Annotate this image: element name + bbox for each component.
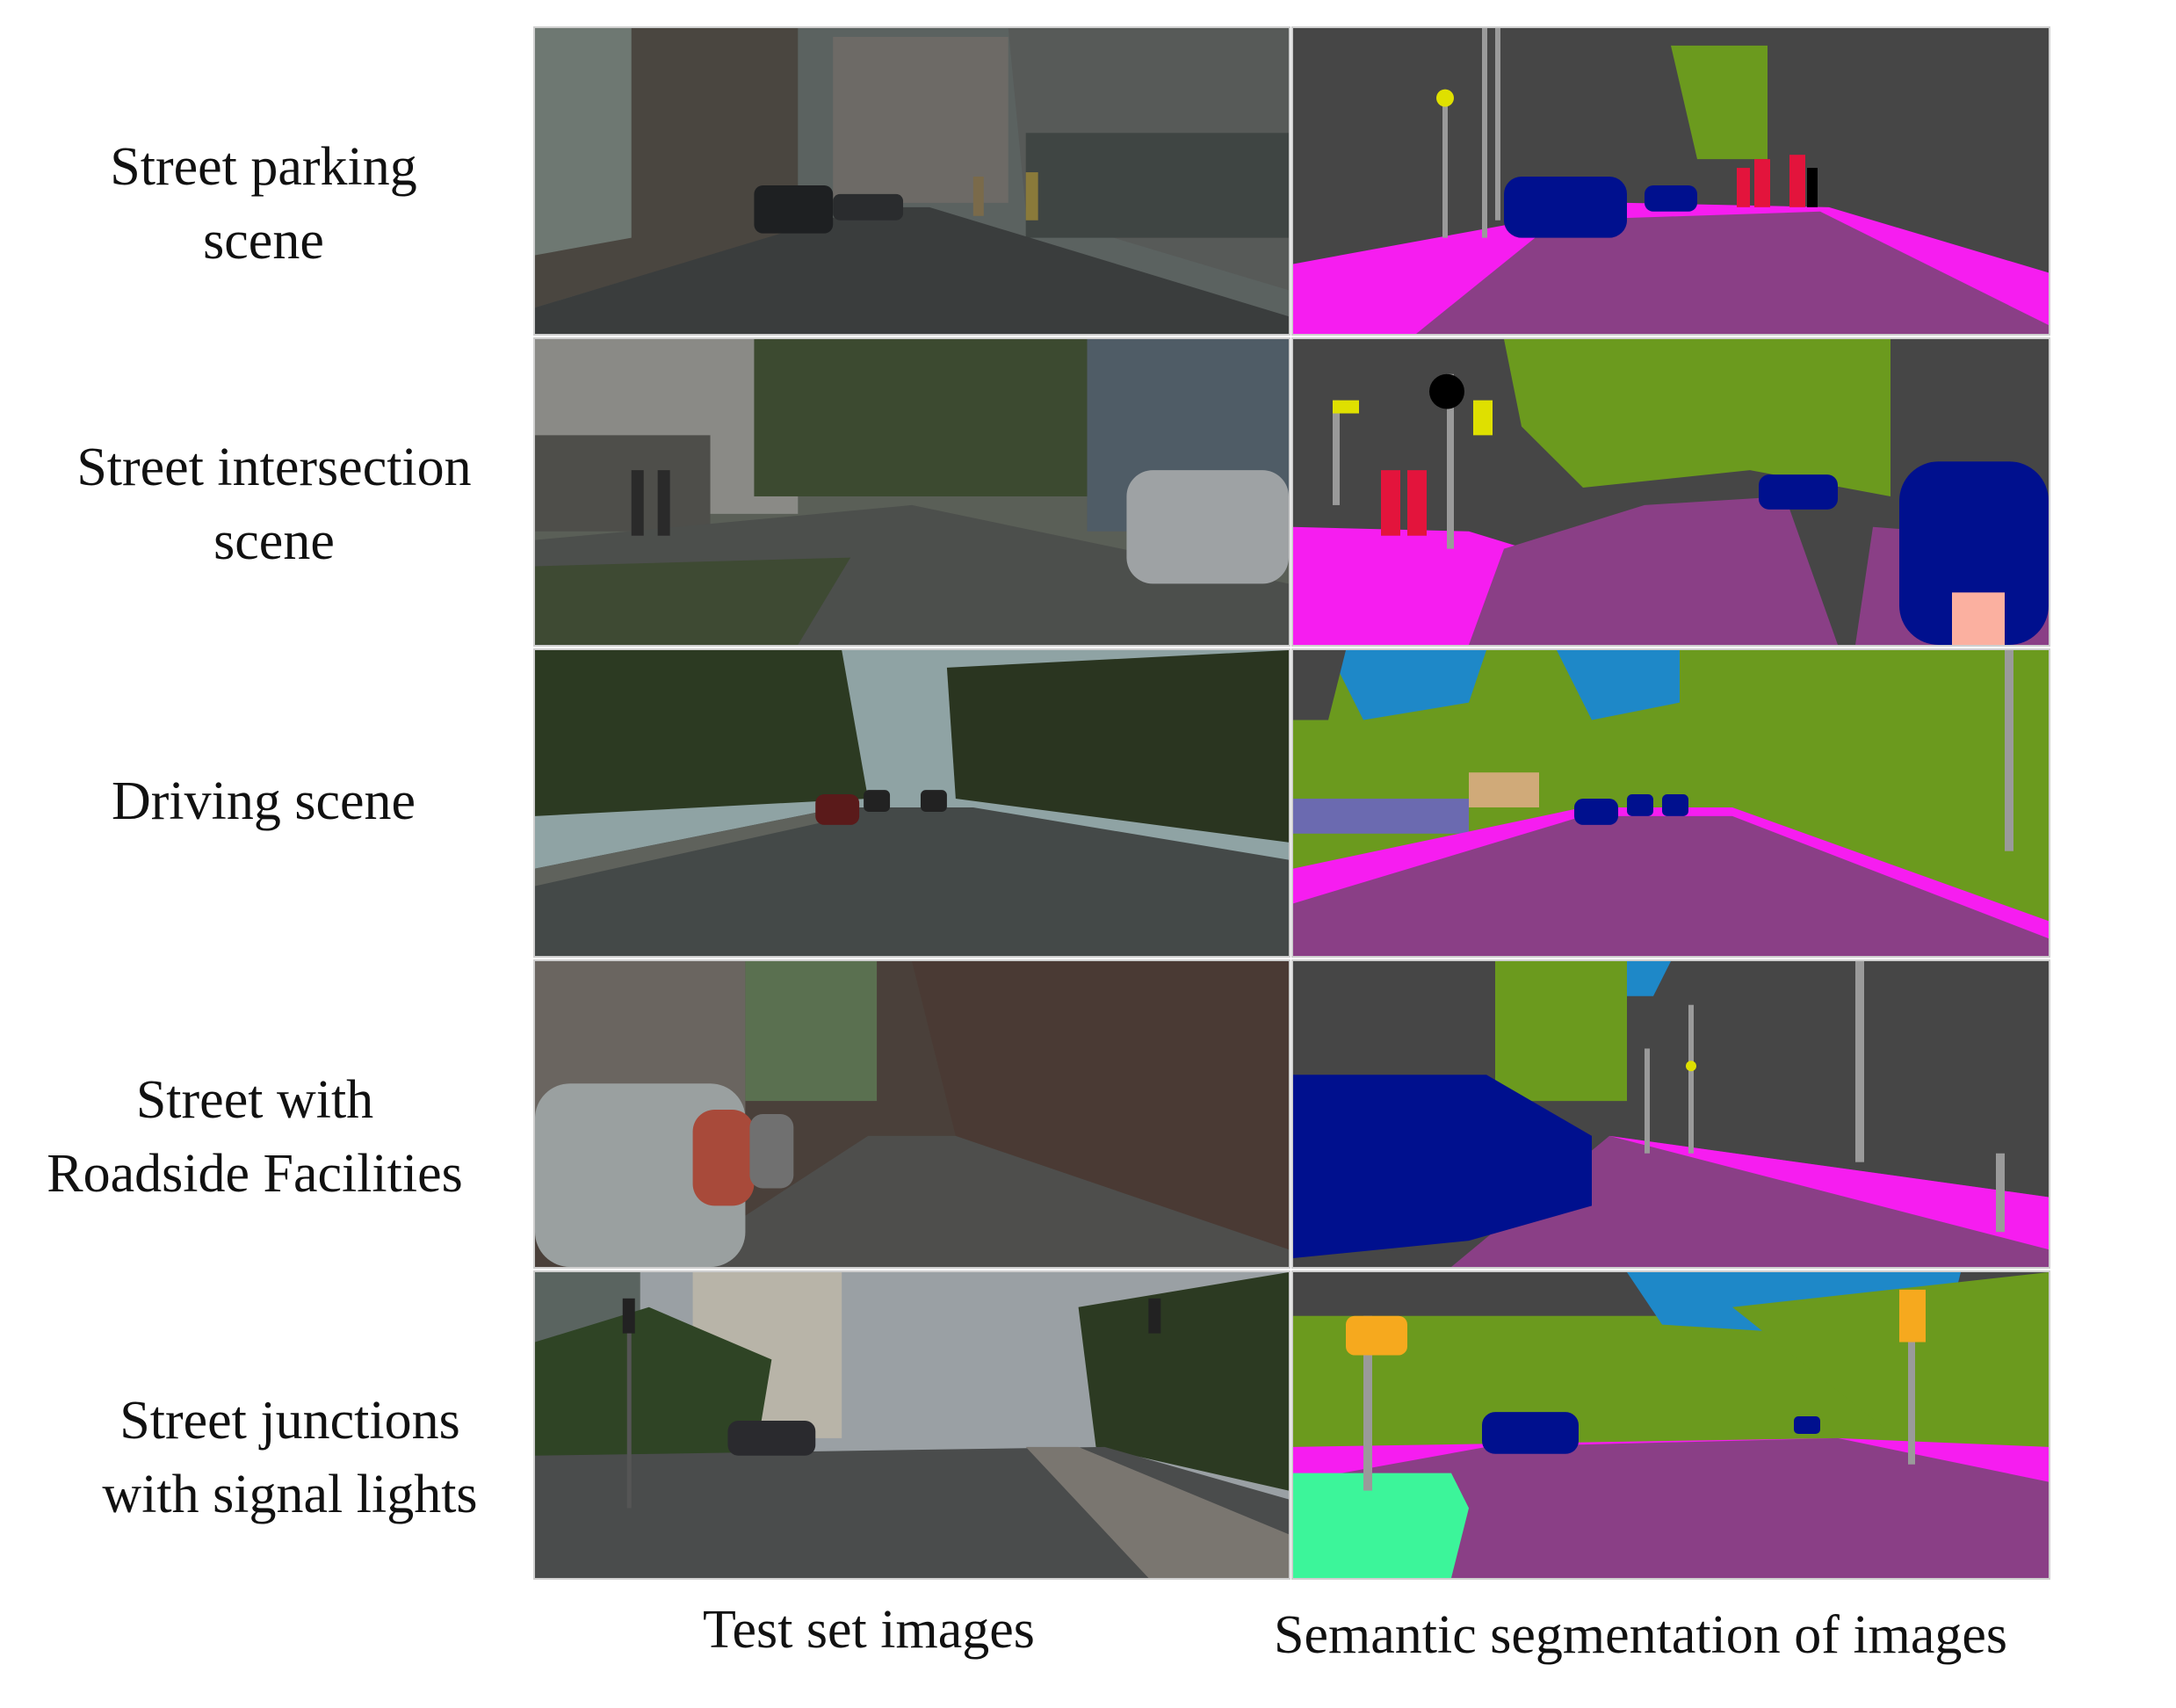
caption-semantic-segmentation: Semantic segmentation of images <box>1274 1605 2008 1665</box>
row-label-street-parking: Street parking scene <box>0 130 527 278</box>
label-line: with signal lights <box>102 1465 478 1524</box>
segmentation-driving-scene <box>1291 648 2050 958</box>
label-line: Roadside Facilities <box>47 1144 463 1204</box>
segmentation-roadside-facilities <box>1291 959 2050 1269</box>
label-line: Driving scene <box>111 771 416 831</box>
label-line: Street junctions <box>119 1391 460 1451</box>
test-image-roadside-facilities <box>533 959 1290 1269</box>
label-line: scene <box>213 511 335 571</box>
segmentation-street-parking <box>1291 26 2050 336</box>
test-image-driving-scene <box>533 648 1290 958</box>
row-label-signal-lights: Street junctions with signal lights <box>26 1384 553 1531</box>
row-label-driving-scene: Driving scene <box>0 764 527 838</box>
label-line: Street with <box>135 1070 374 1130</box>
test-image-street-parking <box>533 26 1290 336</box>
segmentation-signal-lights <box>1291 1270 2050 1580</box>
label-line: Street intersection <box>76 438 472 497</box>
test-image-signal-lights <box>533 1270 1290 1580</box>
label-line: scene <box>203 211 324 271</box>
label-line: Street parking <box>110 137 417 197</box>
row-label-street-intersection: Street intersection scene <box>11 431 538 578</box>
test-image-street-intersection <box>533 337 1290 647</box>
caption-test-set-images: Test set images <box>703 1600 1035 1660</box>
row-label-roadside-facilities: Street with Roadside Facilities <box>0 1063 518 1211</box>
segmentation-street-intersection <box>1291 337 2050 647</box>
